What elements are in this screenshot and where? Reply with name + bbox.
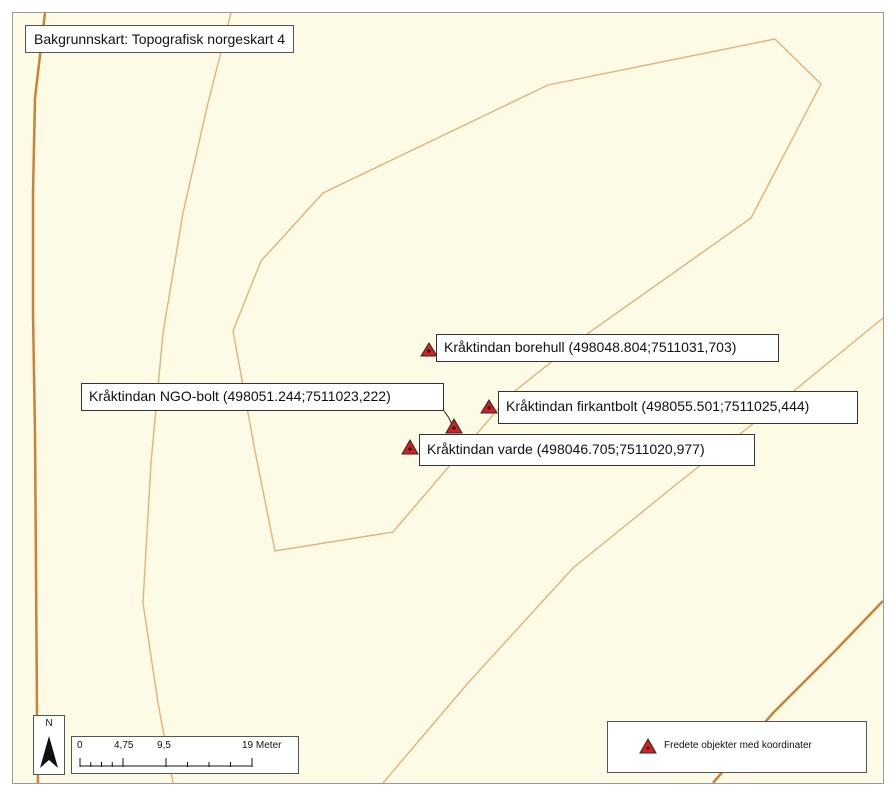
red-triangle-marker-icon[interactable] xyxy=(401,438,419,455)
scale-tick-label: 9,5 xyxy=(157,740,171,751)
map-frame[interactable]: Bakgrunnskart: Topografisk norgeskart 4 … xyxy=(12,12,884,784)
point-label-ngo: Kråktindan NGO-bolt (498051.244;7511023,… xyxy=(81,383,444,411)
north-arrow-letter: N xyxy=(45,718,53,729)
scale-tick-label: 4,75 xyxy=(114,740,134,751)
scale-tick-label: 19 Meter xyxy=(242,740,282,751)
legend: Fredete objekter med koordinater xyxy=(607,721,867,773)
red-triangle-marker-icon[interactable] xyxy=(445,417,463,434)
marker-ngo[interactable] xyxy=(445,417,463,434)
north-arrow: N xyxy=(33,715,65,775)
legend-item-label: Fredete objekter med koordinater xyxy=(664,740,812,751)
scale-tick-label: 0 xyxy=(77,740,83,751)
background-map-label: Bakgrunnskart: Topografisk norgeskart 4 xyxy=(25,25,295,53)
contour-line xyxy=(382,317,883,783)
scale-bar: 0 4,75 9,5 19 Meter xyxy=(71,736,299,774)
point-label-varde: Kråktindan varde (498046.705;7511020,977… xyxy=(419,434,755,466)
scale-bar-graphic xyxy=(79,758,253,767)
contour-line xyxy=(232,38,822,552)
marker-varde[interactable] xyxy=(401,438,419,455)
marker-firkantbolt[interactable] xyxy=(480,399,498,414)
point-label-borehull: Kråktindan borehull (498048.804;7511031,… xyxy=(436,334,779,362)
north-arrow-icon xyxy=(40,736,58,768)
contour-index-line xyxy=(31,13,47,783)
point-label-firkantbolt: Kråktindan firkantbolt (498055.501;75110… xyxy=(498,391,858,424)
red-triangle-marker-icon xyxy=(639,737,657,754)
marker-borehull[interactable] xyxy=(420,342,438,357)
